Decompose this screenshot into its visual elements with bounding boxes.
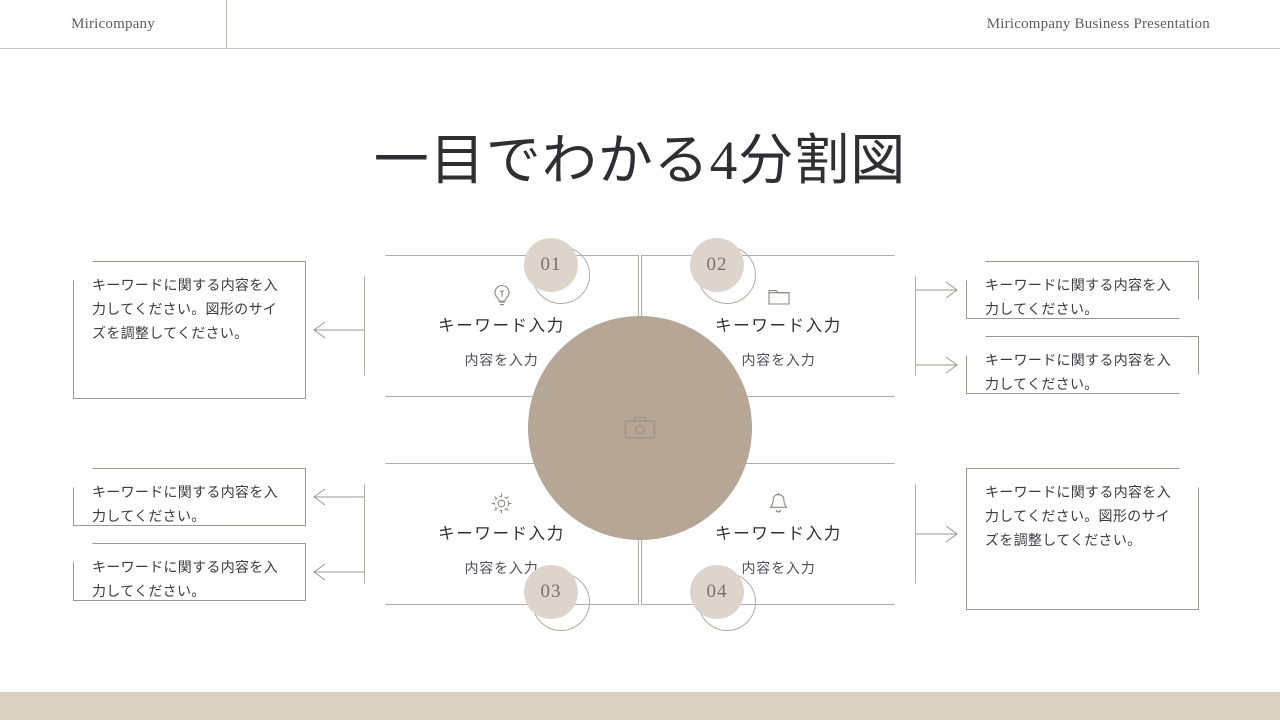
badge-fill: 04 (690, 565, 744, 619)
card-subtext: 内容を入力 (741, 351, 816, 368)
page-title: 一目でわかる4分割図 (373, 130, 907, 191)
textbox-left-bottom[interactable]: キーワードに関する内容を入力してください。 (73, 543, 306, 601)
camera-icon (624, 416, 656, 439)
brand-label: Miricompany (71, 15, 155, 32)
badge-04: 04 (690, 565, 756, 631)
textbox-left-top[interactable]: キーワードに関する内容を入力してください。図形のサイズを調整してください。 (73, 261, 306, 399)
header-title-cell: Miricompany Business Presentation (227, 16, 1280, 33)
badge-fill: 03 (524, 565, 578, 619)
card-subtext: 内容を入力 (464, 351, 539, 368)
badge-number: 03 (540, 581, 562, 602)
card-subtext: 内容を入力 (741, 559, 816, 576)
gear-icon (489, 491, 514, 517)
card-keyword: キーワード入力 (438, 524, 565, 543)
badge-01: 01 (524, 238, 590, 304)
textbox-left-mid[interactable]: キーワードに関する内容を入力してください。 (73, 468, 306, 526)
card-keyword: キーワード入力 (715, 316, 842, 335)
badge-number: 04 (706, 581, 728, 602)
bell-icon (767, 491, 790, 517)
card-keyword: キーワード入力 (715, 524, 842, 543)
header-brand-cell: Miricompany (0, 0, 227, 49)
badge-number: 01 (540, 254, 562, 275)
lightbulb-icon (490, 283, 514, 309)
center-image-placeholder[interactable] (528, 316, 752, 540)
footer-bar (0, 692, 1280, 720)
card-keyword: キーワード入力 (438, 316, 565, 335)
badge-02: 02 (690, 238, 756, 304)
textbox-right-mid[interactable]: キーワードに関する内容を入力してください。 (966, 336, 1199, 394)
textbox-right-top[interactable]: キーワードに関する内容を入力してください。 (966, 261, 1199, 319)
presentation-title: Miricompany Business Presentation (986, 15, 1210, 32)
badge-03: 03 (524, 565, 590, 631)
textbox-right-bottom[interactable]: キーワードに関する内容を入力してください。図形のサイズを調整してください。 (966, 468, 1199, 610)
badge-fill: 02 (690, 238, 744, 292)
card-subtext: 内容を入力 (464, 559, 539, 576)
badge-number: 02 (706, 254, 728, 275)
folder-icon (766, 283, 792, 309)
slide-header: Miricompany Miricompany Business Present… (0, 0, 1280, 49)
badge-fill: 01 (524, 238, 578, 292)
